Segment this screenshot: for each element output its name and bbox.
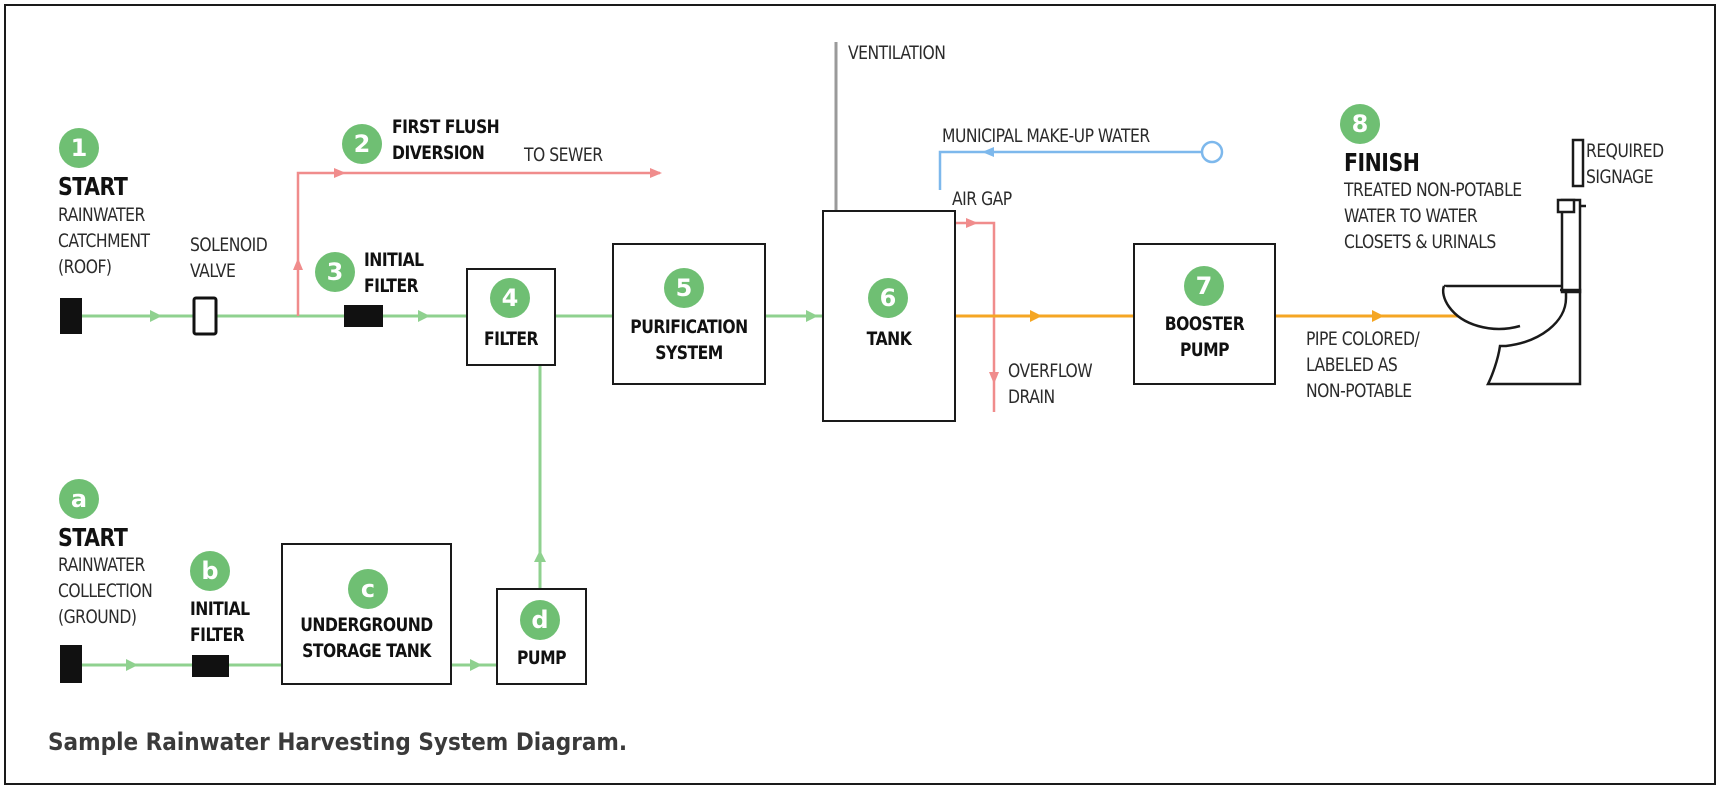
overflow-arrows bbox=[966, 218, 999, 384]
booster-pump-label: BOOSTER PUMP bbox=[1164, 313, 1245, 361]
step-6-badge: 6 bbox=[868, 278, 908, 318]
booster-pump-box bbox=[1133, 243, 1276, 385]
signage-icon bbox=[1571, 138, 1585, 188]
initial-filter-ground-icon bbox=[192, 655, 229, 677]
to-sewer-label: TO SEWER bbox=[524, 144, 603, 166]
step-3-badge: 3 bbox=[315, 252, 355, 292]
step-a-badge: a bbox=[59, 479, 99, 519]
finish-heading: FINISH bbox=[1344, 148, 1420, 177]
roof-collector-icon bbox=[60, 298, 82, 334]
first-flush-label: FIRST FLUSH DIVERSION bbox=[392, 116, 500, 164]
municipal-pipe bbox=[938, 140, 1224, 190]
step-2-badge: 2 bbox=[342, 124, 382, 164]
ground-flow-arrows bbox=[126, 659, 482, 671]
start-roof-heading: START bbox=[58, 172, 128, 201]
tank-label: TANK bbox=[866, 328, 912, 350]
ground-collector-icon bbox=[60, 645, 82, 683]
overflow-drain-label: OVERFLOW DRAIN bbox=[1008, 360, 1093, 408]
municipal-arrow bbox=[982, 147, 994, 157]
step-5-badge: 5 bbox=[664, 268, 704, 308]
diagram-frame bbox=[4, 4, 1716, 785]
rainwater-flow-arrows bbox=[150, 310, 818, 562]
start-ground-text: RAINWATER COLLECTION (GROUND) bbox=[58, 554, 153, 628]
step-8-badge: 8 bbox=[1340, 104, 1380, 144]
step-d-badge: d bbox=[520, 600, 560, 640]
purification-label: PURIFICATION SYSTEM bbox=[630, 316, 748, 364]
diversion-arrows bbox=[293, 168, 662, 270]
step-7-badge: 7 bbox=[1184, 266, 1224, 306]
solenoid-valve-icon bbox=[192, 296, 218, 336]
finish-text: TREATED NON-POTABLE WATER TO WATER CLOSE… bbox=[1344, 179, 1522, 253]
non-potable-arrows bbox=[1030, 310, 1384, 322]
required-signage-label: REQUIRED SIGNAGE bbox=[1586, 140, 1664, 188]
start-roof-text: RAINWATER CATCHMENT (ROOF) bbox=[58, 204, 150, 278]
initial-filter-ground-label: INITIAL FILTER bbox=[190, 598, 250, 646]
step-b-badge: b bbox=[190, 551, 230, 591]
pump-label: PUMP bbox=[516, 647, 567, 669]
initial-filter-roof-label: INITIAL FILTER bbox=[364, 249, 424, 297]
toilet-icon bbox=[1441, 198, 1586, 386]
underground-storage-tank-box bbox=[281, 543, 452, 685]
initial-filter-roof-icon bbox=[344, 305, 383, 327]
solenoid-valve-label: SOLENOID VALVE bbox=[190, 234, 268, 282]
filter-label: FILTER bbox=[483, 328, 539, 350]
underground-tank-label: UNDERGROUND STORAGE TANK bbox=[300, 614, 433, 662]
pipe-note-label: PIPE COLORED/ LABELED AS NON-POTABLE bbox=[1306, 328, 1420, 402]
ventilation-label: VENTILATION bbox=[848, 42, 946, 64]
purification-system-box bbox=[612, 243, 766, 385]
air-gap-label: AIR GAP bbox=[952, 188, 1012, 210]
start-ground-heading: START bbox=[58, 523, 128, 552]
step-1-badge: 1 bbox=[59, 128, 99, 168]
municipal-label: MUNICIPAL MAKE-UP WATER bbox=[942, 125, 1150, 147]
step-4-badge: 4 bbox=[490, 278, 530, 318]
diagram-caption: Sample Rainwater Harvesting System Diagr… bbox=[48, 728, 628, 756]
step-c-badge: c bbox=[348, 569, 388, 609]
